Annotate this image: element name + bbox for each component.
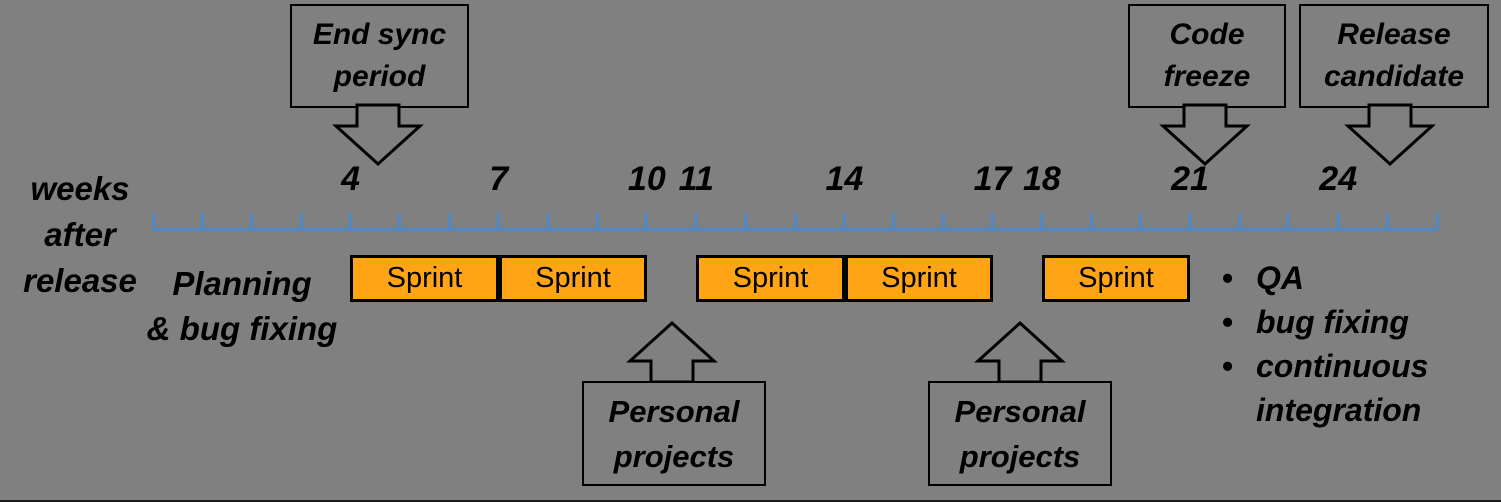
timeline-tick-week-5 (398, 213, 402, 229)
callout-text-line: projects (959, 438, 1081, 474)
down-arrow-shape (1344, 103, 1436, 167)
axis-label-line: release (23, 262, 137, 299)
axis-label-line: after (44, 216, 116, 253)
timeline-tick-week-12 (744, 213, 748, 229)
bullet-icon: • (1222, 348, 1234, 384)
week-label-17: 17 (973, 160, 1012, 198)
week-label-24: 24 (1319, 160, 1358, 198)
timeline-tick-week-25 (1386, 213, 1390, 229)
callout-text-line: Code (1169, 18, 1245, 51)
callout-personal-projects-1: Personal projects (582, 381, 766, 486)
qa-item-text: bug fixing (1256, 304, 1409, 340)
up-arrow-shape (626, 320, 718, 384)
timeline-tick-week-9 (595, 213, 599, 229)
qa-item-text: QA (1256, 260, 1304, 296)
bullet-icon: • (1222, 260, 1234, 296)
sprint-label: Sprint (535, 262, 611, 294)
callout-end-sync-period: End sync period (290, 4, 469, 108)
week-label-14: 14 (825, 160, 864, 198)
week-label-10: 10 (627, 160, 666, 198)
timeline-tick-week-11 (694, 213, 698, 229)
down-arrow-shape (1159, 103, 1251, 167)
up-arrow-shape (974, 320, 1066, 384)
timeline-tick-week-13 (793, 213, 797, 229)
sprint-label: Sprint (732, 262, 809, 294)
timeline-tick-week-14 (842, 213, 846, 229)
timeline-axis (153, 228, 1437, 231)
timeline-tick-week-20 (1139, 213, 1143, 229)
callout-text-line: End sync (312, 18, 447, 51)
callout-text-line: period (333, 60, 426, 93)
callout-text-line: Personal (954, 393, 1086, 429)
phase-label-line: & bug fixing (146, 310, 338, 347)
timeline-tick-week-15 (892, 213, 896, 229)
callout-text-line: Release (1337, 18, 1451, 51)
axis-label-line: weeks (30, 170, 130, 207)
callout-text-line: candidate (1323, 60, 1465, 93)
qa-list-item: • bug fixing (1222, 300, 1472, 344)
week-label-11: 11 (678, 160, 714, 198)
timeline-tick-week-10 (645, 213, 649, 229)
bullet-icon: • (1222, 304, 1234, 340)
timeline-tick-week-23 (1287, 213, 1291, 229)
week-label-4: 4 (341, 160, 360, 198)
qa-list-item: • QA (1222, 256, 1472, 300)
timeline-tick-week-18 (1040, 213, 1044, 229)
timeline-tick-week-7 (497, 213, 501, 229)
timeline-tick-week-24 (1336, 213, 1340, 229)
callout-text-line: Personal (608, 393, 740, 429)
week-label-7: 7 (489, 160, 509, 198)
bottom-border (0, 500, 1501, 502)
up-arrow-icon-personal-projects-1 (626, 320, 718, 384)
timeline-tick-week-22 (1237, 213, 1241, 229)
down-arrow-icon-code-freeze (1159, 103, 1251, 167)
timeline-tick-week-4 (349, 213, 353, 229)
callout-release-candidate: Release candidate (1299, 4, 1489, 108)
timeline-tick-week-1 (200, 213, 204, 229)
timeline-tick-week-3 (299, 213, 303, 229)
timeline-tick-week-0 (151, 213, 155, 229)
axis-label-weeks-after-release: weeks after release (0, 166, 160, 304)
sprint-box-5: Sprint (1042, 255, 1190, 302)
timeline-tick-week-17 (991, 213, 995, 229)
up-arrow-icon-personal-projects-2 (974, 320, 1066, 384)
sprint-label: Sprint (1078, 262, 1154, 294)
week-label-18: 18 (1023, 160, 1061, 198)
callout-text-line: freeze (1163, 60, 1251, 93)
callout-code-freeze: Code freeze (1128, 4, 1286, 108)
timeline-tick-week-19 (1089, 213, 1093, 229)
phase-label-planning: Planning & bug fixing (122, 261, 362, 351)
qa-activities-list: • QA • bug fixing • continuous integrati… (1222, 256, 1472, 432)
down-arrow-icon-end-sync (332, 103, 424, 167)
sprint-label: Sprint (386, 262, 463, 294)
sprint-label: Sprint (881, 262, 957, 294)
timeline-tick-week-16 (941, 213, 945, 229)
qa-list-item: • continuous integration (1222, 344, 1472, 432)
sprint-box-2: Sprint (499, 255, 647, 302)
sprint-box-4: Sprint (845, 255, 993, 302)
sprint-box-1: Sprint (350, 255, 499, 302)
timeline-tick-week-21 (1188, 213, 1192, 229)
timeline-tick-week-8 (546, 213, 550, 229)
timeline-tick-week-2 (250, 213, 254, 229)
week-label-21: 21 (1171, 160, 1209, 198)
down-arrow-icon-release-candidate (1344, 103, 1436, 167)
callout-personal-projects-2: Personal projects (928, 381, 1112, 486)
sprint-box-3: Sprint (696, 255, 845, 302)
qa-item-text: continuous integration (1256, 348, 1429, 428)
phase-label-line: Planning (172, 265, 312, 302)
down-arrow-shape (332, 103, 424, 167)
callout-text-line: projects (613, 438, 735, 474)
timeline-tick-week-26 (1435, 213, 1439, 229)
timeline-tick-week-6 (447, 213, 451, 229)
